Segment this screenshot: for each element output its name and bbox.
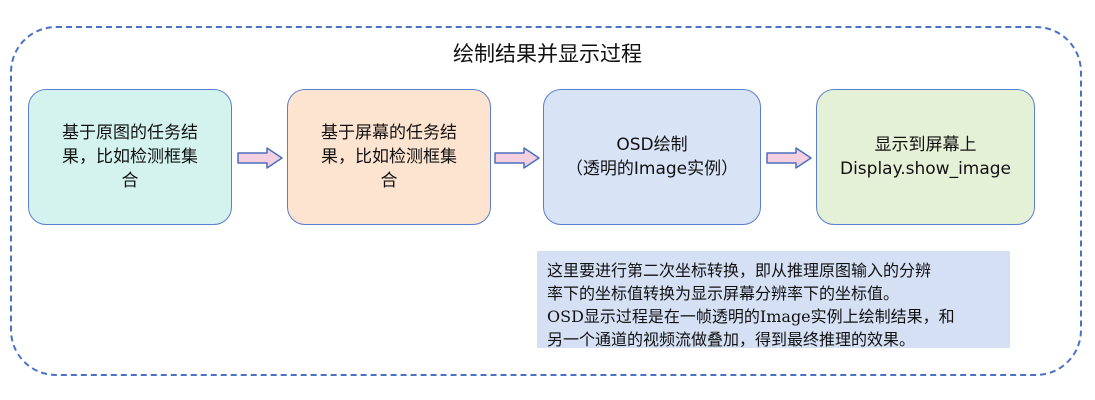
box-display-on-screen-line-1: 显示到屏幕上 xyxy=(874,135,977,155)
explanation-note-line-3: OSD显示过程是在一帧透明的Image实例上绘制结果，和 xyxy=(547,307,955,326)
explanation-note-line-4: 另一个通道的视频流做叠加，得到最终推理的效果。 xyxy=(547,330,916,349)
box-original-image-results-line-1: 基于原图的任务结 xyxy=(62,123,198,143)
box-osd-draw-line-2: （透明的Image实例） xyxy=(565,159,739,179)
explanation-note-line-1: 这里要进行第二次坐标转换，即从推理原图输入的分辨 xyxy=(547,261,932,280)
box-screen-results-line-3: 合 xyxy=(380,171,398,191)
box-osd-draw: OSD绘制 （透明的Image实例） xyxy=(543,89,761,225)
dashed-container-frame xyxy=(10,26,1082,376)
diagram-title: 绘制结果并显示过程 xyxy=(453,42,642,66)
arrow-right-icon xyxy=(494,147,540,169)
box-display-on-screen: 显示到屏幕上 Display.show_image xyxy=(816,89,1035,225)
explanation-note-line-2: 率下的坐标值转换为显示屏幕分辨率下的坐标值。 xyxy=(547,284,900,303)
box-display-on-screen-line-2: Display.show_image xyxy=(839,159,1012,179)
box-screen-results-line-2: 果，比如检测框集 xyxy=(321,147,457,167)
box-screen-results: 基于屏幕的任务结 果，比如检测框集 合 xyxy=(287,89,491,225)
box-original-image-results-line-3: 合 xyxy=(121,171,139,191)
box-original-image-results-line-2: 果，比如检测框集 xyxy=(62,147,198,167)
arrow-right-icon xyxy=(237,147,283,169)
box-osd-draw-line-1: OSD绘制 xyxy=(616,135,688,155)
explanation-note: 这里要进行第二次坐标转换，即从推理原图输入的分辨 率下的坐标值转换为显示屏幕分辨… xyxy=(537,251,1010,349)
box-original-image-results: 基于原图的任务结 果，比如检测框集 合 xyxy=(28,89,232,225)
arrow-right-icon xyxy=(766,147,812,169)
box-screen-results-line-1: 基于屏幕的任务结 xyxy=(321,123,457,143)
